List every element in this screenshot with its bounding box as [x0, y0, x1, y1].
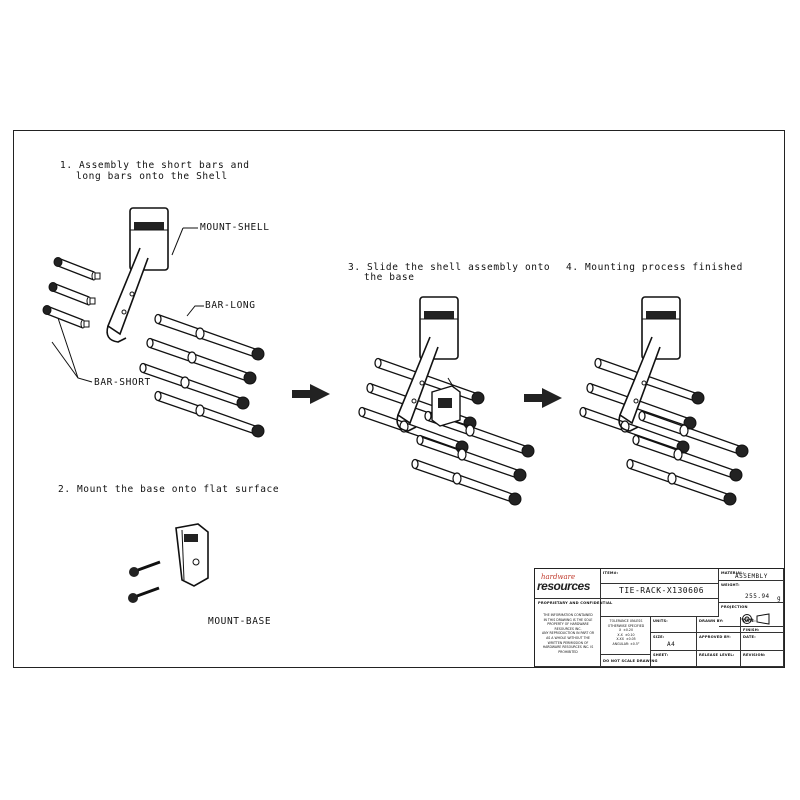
- step1-title: 1. Assembly the short bars and: [60, 160, 250, 171]
- date2-cell: DATE:: [741, 617, 784, 627]
- bar-short-leader: [57, 317, 93, 383]
- assembly-step3: [358, 296, 535, 506]
- finish-caption: FINISH:: [743, 628, 760, 632]
- date2-caption: DATE:: [743, 619, 756, 623]
- approved-by-cell: APPROVED BY:: [697, 633, 741, 651]
- step3-title-line2: the base: [364, 272, 415, 283]
- arrow-right-icon: [292, 384, 330, 404]
- drawn-by-caption: DRAWN BY:: [699, 619, 724, 623]
- size-cell: SIZE: A4: [651, 633, 697, 651]
- revision-cell: REVISION:: [741, 651, 784, 667]
- material-value: ASSEMBLY: [735, 573, 768, 580]
- mount-base-part: [175, 523, 209, 587]
- date-cell: DATE:: [741, 633, 784, 651]
- material-cell: MATERIAL: ASSEMBLY: [719, 569, 784, 581]
- size-caption: SIZE:: [653, 635, 665, 639]
- step4-title: 4. Mounting process finished: [566, 262, 743, 273]
- sheet-caption: SHEET:: [653, 653, 669, 657]
- mount-base-label: MOUNT-BASE: [208, 616, 272, 627]
- item-value-cell: TIE-RACK-X130606: [601, 584, 719, 599]
- units-caption: UNITS:: [653, 619, 668, 623]
- proprietary-text: THE INFORMATION CONTAINED IN THIS DRAWIN…: [541, 613, 595, 654]
- sheet-cell: SHEET:: [651, 651, 697, 667]
- logo-cell: hardware resources: [535, 569, 601, 599]
- size-value: A4: [667, 641, 676, 648]
- material-caption: MATERIAL:: [721, 571, 745, 575]
- step1-title-line2: long bars onto the Shell: [76, 171, 228, 182]
- screw-upper: [129, 560, 161, 577]
- weight-caption: WEIGHT:: [721, 583, 740, 587]
- proprietary-heading: PROPRIETARY AND CONFIDENTIAL: [538, 601, 613, 605]
- date-caption: DATE:: [743, 635, 756, 639]
- item-number: TIE-RACK-X130606: [619, 586, 705, 595]
- logo-main: resources: [537, 579, 590, 593]
- drawn-by-cell: DRAWN BY:: [697, 617, 741, 633]
- bar-long-label: BAR-LONG: [205, 300, 256, 311]
- do-not-scale: DO NOT SCALE DRAWING: [603, 659, 658, 663]
- title-block: hardware resources PROPRIETARY AND CONFI…: [534, 568, 785, 668]
- arrow-right-icon-2: [524, 388, 562, 408]
- step2-title: 2. Mount the base onto flat surface: [58, 484, 280, 495]
- drawing-border: [13, 130, 785, 668]
- tolerance-text: TOLERANCE UNLESS OTHERWISE SPECIFIED X ±…: [607, 619, 645, 646]
- weight-cell: WEIGHT: 255.94 g: [719, 581, 784, 603]
- bar-long-leader: [186, 305, 204, 317]
- revision-caption: REVISION:: [743, 653, 766, 657]
- units-cell: UNITS:: [651, 617, 697, 633]
- long-bar-set: [139, 313, 265, 438]
- short-bar-set: [42, 256, 101, 329]
- proprietary-cell: PROPRIETARY AND CONFIDENTIAL THE INFORMA…: [535, 599, 612, 667]
- weight-unit: g: [777, 595, 782, 602]
- third-angle-projection-icon: [741, 613, 770, 625]
- tolerance-cell: TOLERANCE UNLESS OTHERWISE SPECIFIED X ±…: [601, 617, 651, 655]
- projection-caption: PROJECTION: [721, 605, 748, 609]
- do-not-scale-cell: DO NOT SCALE DRAWING: [601, 655, 657, 667]
- weight-value: 255.94: [745, 593, 770, 600]
- item-cell: ITEM#:: [601, 569, 719, 584]
- item-caption: ITEM#:: [603, 571, 619, 575]
- release-level-cell: RELEASE LEVEL:: [697, 651, 741, 667]
- bar-short-label: BAR-SHORT: [94, 377, 151, 388]
- step3-title: 3. Slide the shell assembly onto: [348, 262, 551, 273]
- approved-by-caption: APPROVED BY:: [699, 635, 731, 639]
- title-cell: [601, 599, 719, 617]
- assembly-step4: [579, 296, 749, 506]
- finish-cell: FINISH:: [741, 627, 784, 633]
- release-level-caption: RELEASE LEVEL:: [699, 653, 735, 657]
- mount-shell-leader: [171, 227, 184, 256]
- screw-lower: [128, 586, 160, 603]
- logo-top: hardware: [541, 573, 576, 581]
- mount-shell-label: MOUNT-SHELL: [200, 222, 270, 233]
